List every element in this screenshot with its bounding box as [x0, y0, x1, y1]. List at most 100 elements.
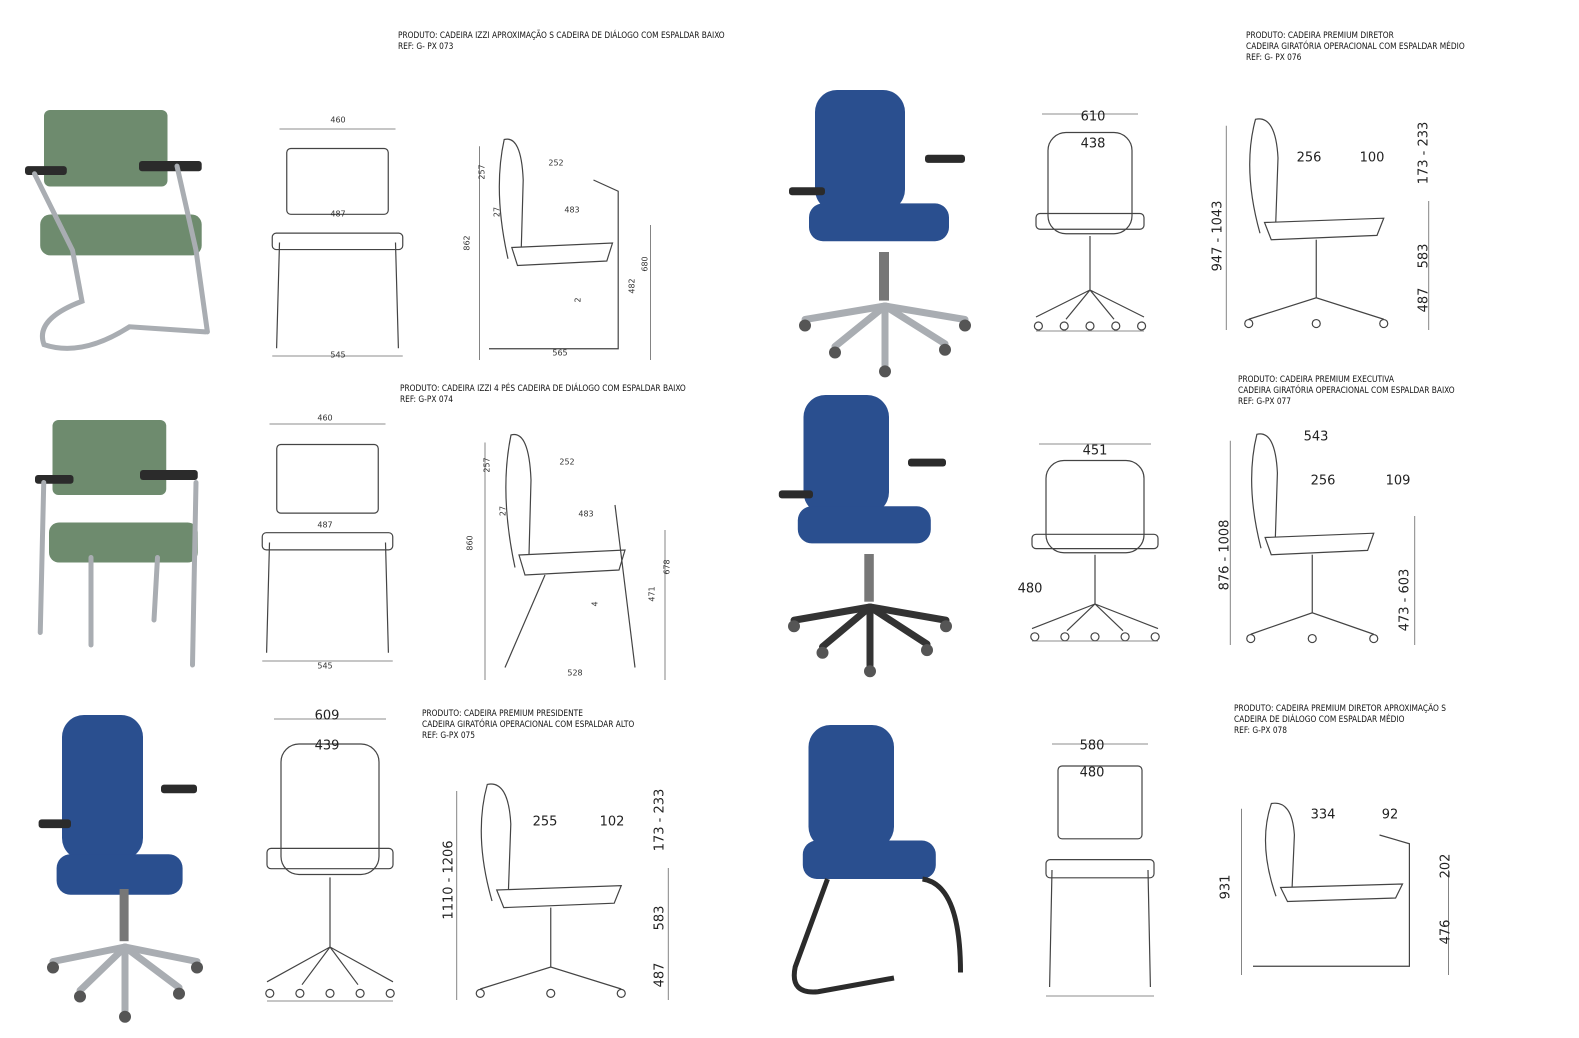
- backrest-outline: [1264, 802, 1296, 897]
- caster-outline: [295, 988, 305, 999]
- chrome-leg: [37, 480, 47, 635]
- caster-outline: [1311, 318, 1321, 329]
- caster-outline: [475, 988, 485, 999]
- dimension-label: 471: [647, 586, 657, 602]
- product-073: [25, 110, 651, 360]
- leg-outline: [276, 242, 399, 349]
- seat-outline: [510, 242, 614, 267]
- caster: [879, 365, 891, 378]
- dimension-label: 109: [1385, 473, 1411, 489]
- caster: [829, 346, 841, 359]
- caster-outline: [1120, 632, 1130, 642]
- backrest-outline: [286, 147, 389, 215]
- front-view-drawing: [261, 423, 394, 662]
- dimension-label: 583: [652, 905, 668, 931]
- product-077: [778, 395, 1416, 678]
- dimension-label: 460: [317, 413, 333, 423]
- dimension-label: 2: [573, 297, 583, 303]
- caster-outline: [546, 988, 556, 999]
- product-description: PRODUTO: CADEIRA IZZI 4 PÉS CADEIRA DE D…: [400, 384, 686, 394]
- caster-outline: [1150, 632, 1160, 642]
- product-074: [35, 420, 666, 680]
- seat-outline: [271, 232, 404, 251]
- dimension-label: 545: [330, 350, 346, 360]
- product-title-block: PRODUTO: CADEIRA PREMIUM DIRETOR APROXIM…: [1234, 704, 1446, 737]
- base-outline: [1031, 603, 1159, 632]
- dimension-label: 476: [1438, 919, 1454, 945]
- base-outline: [1248, 297, 1384, 320]
- seat-outline: [1045, 858, 1155, 879]
- chair-photo: [789, 90, 971, 378]
- dimension-label: 257: [477, 164, 487, 180]
- caster: [959, 319, 971, 332]
- caster: [119, 1010, 131, 1023]
- caster: [940, 620, 952, 633]
- front-view-drawing: [1030, 443, 1160, 642]
- caster-outline: [385, 988, 395, 999]
- caster: [191, 961, 203, 974]
- dimension-label: 100: [1359, 150, 1385, 166]
- caster-outline: [1059, 321, 1069, 331]
- caster: [788, 620, 800, 633]
- dimension-label: 102: [599, 814, 625, 830]
- seat-outline: [518, 549, 626, 576]
- product-ref: REF: G- PX 076: [1246, 53, 1302, 63]
- frame-outline: [489, 179, 619, 350]
- base-outline: [480, 966, 622, 990]
- base-leg: [121, 943, 183, 992]
- base-leg: [831, 302, 889, 350]
- seat-outline: [266, 847, 394, 870]
- dimension-label: 680: [640, 256, 650, 272]
- seat: [56, 854, 183, 895]
- base-outline: [1035, 289, 1145, 320]
- caster-outline: [616, 988, 626, 999]
- seat: [797, 506, 931, 544]
- base-leg: [881, 302, 969, 323]
- armrest: [925, 154, 965, 163]
- dimension-label: 473 - 603: [1397, 568, 1413, 632]
- caster: [173, 987, 185, 1000]
- side-view-drawing: [1241, 802, 1449, 975]
- backrest-outline: [1249, 118, 1279, 234]
- side-view-drawing: [1225, 118, 1430, 330]
- product-ref: REF: G- PX 073: [398, 42, 454, 52]
- caster-outline: [1136, 321, 1147, 331]
- caster-outline: [1246, 633, 1256, 644]
- dimension-label: 860: [465, 535, 475, 551]
- frame-outline: [1253, 834, 1410, 967]
- caster-outline: [325, 988, 335, 999]
- gas-lift: [864, 554, 874, 602]
- dimension-label: 480: [1017, 581, 1043, 597]
- base-leg: [866, 603, 950, 624]
- backrest: [44, 110, 168, 187]
- product-ref: REF: G-PX 078: [1234, 726, 1288, 736]
- chrome-leg: [190, 480, 199, 668]
- backrest: [803, 395, 889, 515]
- caster-outline: [1030, 632, 1040, 642]
- dimension-label: 173 - 233: [1416, 121, 1432, 185]
- seat: [49, 522, 198, 563]
- dimension-label: 257: [482, 457, 492, 473]
- armrest: [778, 490, 813, 499]
- caster-outline: [265, 988, 275, 999]
- product-description: CADEIRA DE DIÁLOGO COM ESPALDAR MÉDIO: [1234, 715, 1405, 725]
- dimension-label: 609: [314, 708, 340, 724]
- caster: [864, 665, 876, 678]
- leg-outline: [1049, 869, 1151, 988]
- dimension-label: 334: [1310, 807, 1336, 823]
- seat-outline: [1279, 883, 1404, 903]
- base-leg: [801, 302, 889, 323]
- dimension-label: 482: [627, 278, 637, 294]
- seat: [802, 840, 936, 879]
- dimension-label: 545: [317, 661, 333, 671]
- caster: [816, 646, 829, 659]
- backrest: [815, 90, 905, 212]
- dimension-label: 4: [590, 601, 600, 607]
- product-description: CADEIRA GIRATÓRIA OPERACIONAL COM ESPALD…: [1238, 386, 1455, 396]
- armrest: [139, 161, 202, 172]
- seat-outline: [1031, 533, 1159, 550]
- base-leg: [121, 943, 201, 965]
